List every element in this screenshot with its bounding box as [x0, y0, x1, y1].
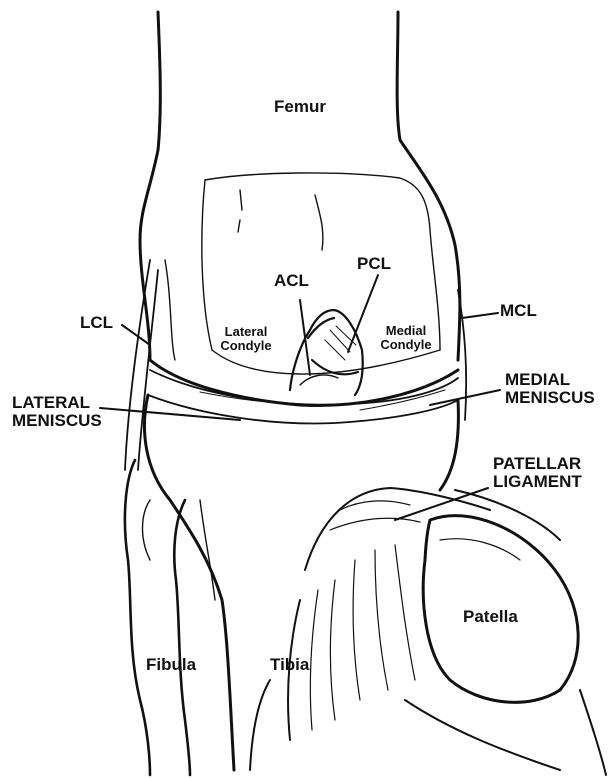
label-lateral-condyle: Lateral Condyle: [208, 325, 284, 352]
patellar-ligament-shape: [288, 488, 490, 740]
leader-lcl: [122, 325, 150, 345]
tibia-shape: [144, 395, 458, 770]
fibula-shape: [125, 460, 190, 775]
label-patella: Patella: [463, 608, 518, 626]
lower-soft-tissue: [405, 490, 606, 775]
label-lcl: LCL: [80, 314, 113, 332]
label-mcl: MCL: [500, 302, 537, 320]
label-femur: Femur: [274, 98, 326, 116]
label-acl: ACL: [274, 272, 309, 290]
label-fibula: Fibula: [146, 656, 196, 674]
label-medial-condyle: Medial Condyle: [368, 324, 444, 351]
label-pcl: PCL: [357, 255, 391, 273]
label-patellar-ligament: PATELLAR LIGAMENT: [493, 455, 582, 491]
intercondylar-notch: [290, 310, 363, 395]
label-tibia: Tibia: [270, 656, 309, 674]
label-lateral-meniscus: LATERAL MENISCUS: [12, 394, 102, 430]
leader-mcl: [462, 313, 498, 318]
label-medial-meniscus: MEDIAL MENISCUS: [505, 371, 595, 407]
lcl-ligament: [125, 260, 158, 470]
